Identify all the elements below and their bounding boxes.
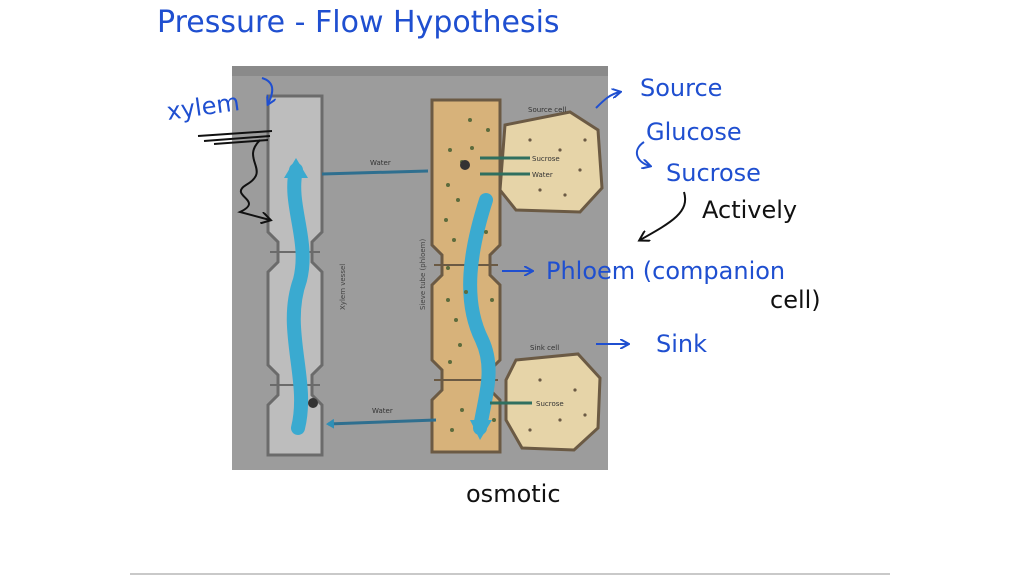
- phloem-marker-dot: [460, 160, 470, 170]
- xylem-annotation: xylem: [165, 88, 241, 126]
- sucrose-top-label: Sucrose: [532, 155, 560, 163]
- source-cell-label: Source cell: [528, 106, 566, 114]
- sieve-tube: Sieve tube (phloem): [419, 98, 502, 454]
- water-arrow-bottom: [326, 418, 437, 429]
- sucrose-annotation: Sucrose: [666, 159, 761, 187]
- bottom-divider: [130, 573, 890, 575]
- pressure-flow-figure: Xylem vessel Sieve tube (phloem): [232, 66, 608, 470]
- xylem-vessel-label: Xylem vessel: [339, 264, 347, 310]
- source-cell: Source cell Sucrose Water: [480, 106, 604, 214]
- sieve-tube-label: Sieve tube (phloem): [419, 239, 427, 310]
- actively-annotation: Actively: [702, 196, 797, 224]
- phloem-flow-arrowhead: [470, 420, 492, 440]
- water-arrow-top: [321, 169, 429, 176]
- xylem-flow-arrowhead: [284, 158, 308, 178]
- phloem-flow-arrow: [463, 193, 496, 435]
- figure-header-strip: [232, 66, 608, 76]
- sucrose-dots: [444, 118, 496, 432]
- xylem-marker-dot: [308, 398, 318, 408]
- actively-arrow: [640, 191, 687, 240]
- sink-cell-label: Sink cell: [530, 344, 559, 352]
- page-title: Pressure - Flow Hypothesis: [157, 5, 560, 40]
- sink-annotation: Sink: [656, 330, 707, 358]
- water-bottom-label: Water: [372, 407, 393, 415]
- sink-cell: Sink cell Sucrose: [490, 344, 602, 452]
- xylem-pointer-arrow: [261, 77, 272, 104]
- phloem-annotation: Phloem (companion: [546, 257, 785, 285]
- xylem-emphasis-marks: [197, 130, 272, 220]
- xylem-flow-arrow: [286, 163, 310, 435]
- glucose-annotation: Glucose: [646, 118, 742, 146]
- source-annotation: Source: [640, 74, 722, 102]
- source-pointer-arrow: [595, 92, 620, 109]
- sucrose-bottom-label: Sucrose: [536, 400, 564, 408]
- osmotic-annotation: osmotic: [466, 480, 561, 508]
- phloem-annotation-cont: cell): [770, 286, 821, 314]
- glucose-to-sucrose-arrow: [635, 141, 650, 166]
- xylem-vessel: Xylem vessel: [266, 94, 347, 457]
- water-left-label: Water: [370, 159, 391, 167]
- water-top-label: Water: [532, 171, 553, 179]
